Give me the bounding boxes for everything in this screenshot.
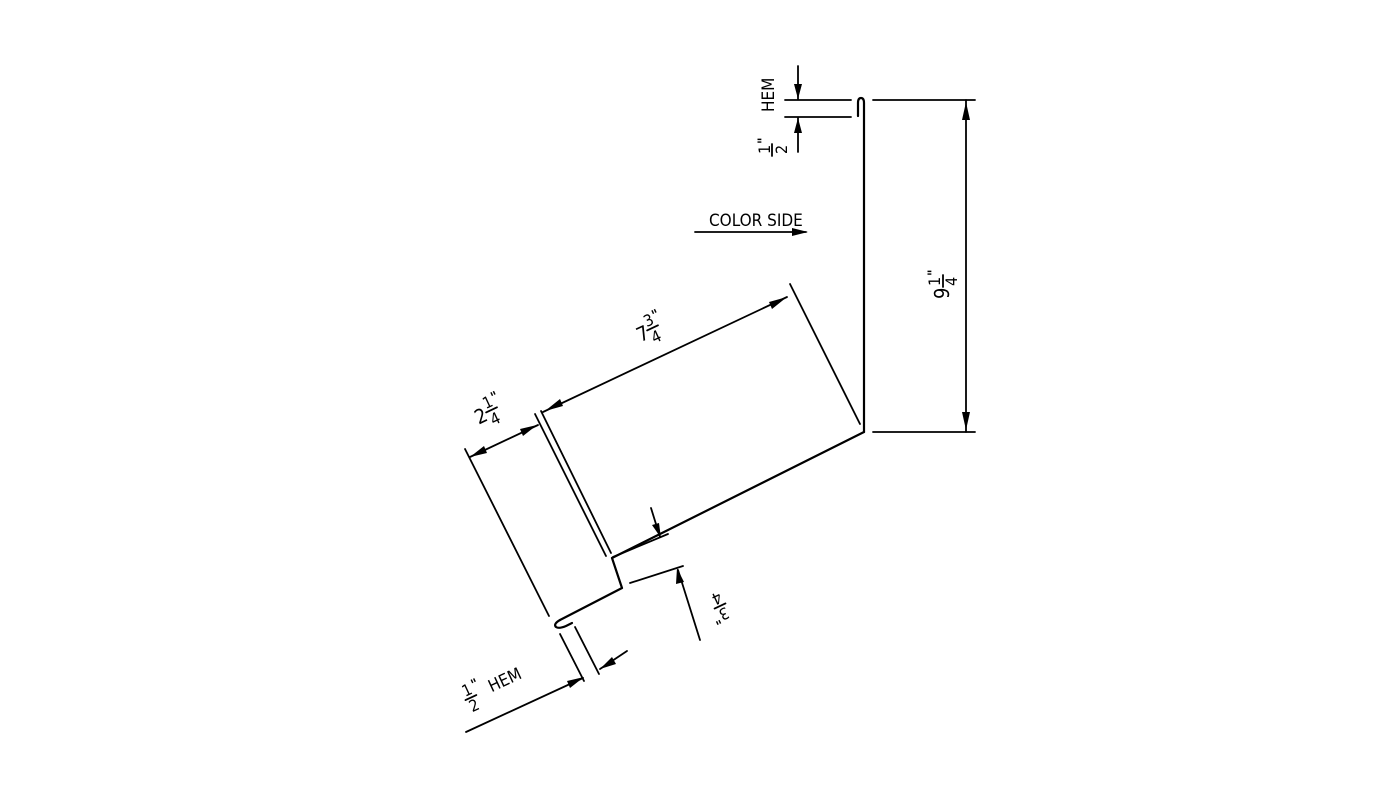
arrow-left-icon [600, 657, 616, 669]
top-hem-label: HEM 1 2 " [755, 78, 791, 157]
step-denominator: 4 [709, 588, 725, 609]
vertical-leg-numerator: 1 [925, 277, 944, 286]
top-hem-and-vertical-leg [856, 96, 866, 434]
sloped-leg-bottom-edge [610, 430, 866, 560]
arrow-right-icon [520, 425, 537, 436]
bottom-hem-leader [465, 677, 584, 733]
outer-leg-denominator: 4 [487, 408, 503, 429]
arrow-up-icon [676, 568, 684, 584]
sloped-dimension-line [542, 296, 788, 413]
vertical-leg-denominator: 4 [942, 277, 961, 286]
profile-outline [554, 96, 866, 629]
arrow-down-icon [652, 523, 661, 538]
arrow-down-icon [962, 412, 970, 430]
arrow-left-icon [470, 446, 487, 457]
dimension-lines [465, 65, 970, 733]
arrow-up-icon [962, 102, 970, 120]
vertical-leg-unit: " [926, 269, 942, 276]
step-riser [610, 556, 624, 590]
bottom-hem-suffix: HEM [485, 664, 525, 697]
arrow-right-icon [792, 228, 808, 236]
top-hem-denominator: 2 [772, 145, 791, 154]
extension-lines [464, 99, 976, 682]
top-hem-numerator: 1 [755, 145, 774, 154]
outer-leg-label: 2 1 4 " [471, 389, 504, 430]
vertical-leg-label: 9 1 4 " [925, 269, 961, 299]
top-hem-unit: " [756, 137, 772, 144]
step-label: 3 4 " [709, 588, 733, 628]
top-hem-suffix: HEM [759, 78, 779, 112]
color-side-label: COLOR SIDE [709, 211, 803, 231]
vertical-leg-whole: 9 [930, 288, 954, 299]
bottom-hem-denominator: 2 [466, 695, 482, 716]
sloped-leg-denominator: 4 [648, 326, 664, 347]
arrow-up-icon [794, 118, 802, 133]
lower-flange [558, 586, 624, 622]
arrow-right-icon [769, 297, 787, 309]
sloped-leg-label: 7 3 4 " [632, 307, 664, 348]
bottom-hem-fold [554, 618, 574, 629]
arrow-down-icon [794, 84, 802, 99]
arrow-right-icon [567, 677, 584, 688]
arrow-left-icon [545, 399, 563, 411]
